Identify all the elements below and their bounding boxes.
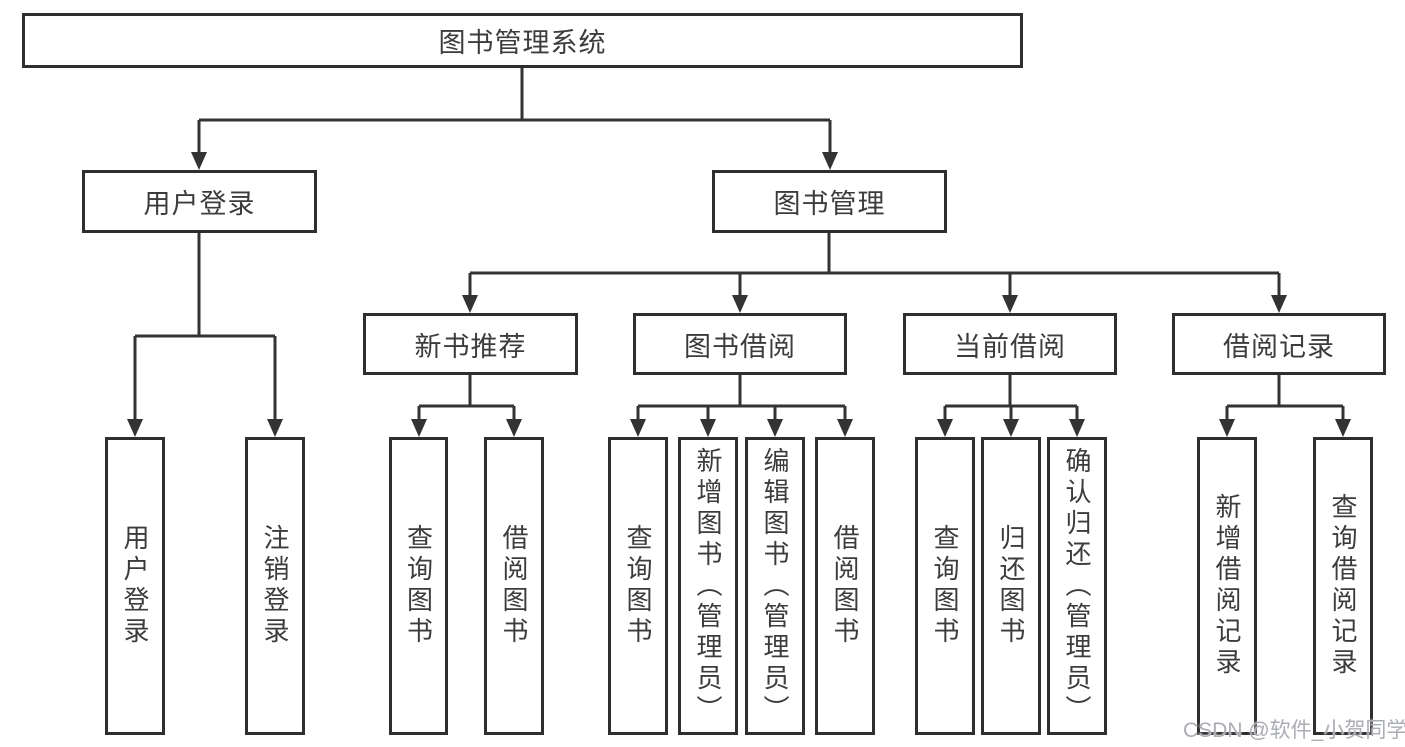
leaf-query-borrow-record: 查询借阅记录 xyxy=(1313,437,1373,735)
node-label: 用户登录 xyxy=(143,189,256,219)
leaf-add-borrow-record: 新增借阅记录 xyxy=(1197,437,1257,735)
leaf-query-books-current: 查询图书 xyxy=(915,437,975,735)
node-label: 图书管理 xyxy=(773,189,886,219)
node-borrowing-records: 借阅记录 xyxy=(1172,313,1386,375)
node-label: 图书管理系统 xyxy=(438,28,607,58)
node-label: 借阅图书 xyxy=(830,524,860,648)
connector-strokes xyxy=(133,68,1345,421)
node-label: 注销登录 xyxy=(260,524,290,648)
leaf-add-book-admin: 新增图书（管理员） xyxy=(678,437,738,735)
node-label: 查询图书 xyxy=(403,524,434,648)
node-label: 新增借阅记录 xyxy=(1212,493,1242,679)
node-label: 新书推荐 xyxy=(414,331,527,362)
leaf-user-login: 用户登录 xyxy=(105,437,165,735)
node-label: 图书借阅 xyxy=(684,331,796,362)
node-label: 查询图书 xyxy=(930,524,960,648)
leaf-query-books-borrowing: 查询图书 xyxy=(608,437,668,735)
node-label: 借阅记录 xyxy=(1223,331,1335,362)
node-root-book-management-system: 图书管理系统 xyxy=(22,13,1023,68)
csdn-watermark: CSDN @软件_小贺同学 xyxy=(1183,719,1405,742)
leaf-borrow-books: 借阅图书 xyxy=(815,437,875,735)
node-label: 查询借阅记录 xyxy=(1328,493,1358,679)
leaf-return-book: 归还图书 xyxy=(981,437,1041,735)
leaf-query-books-recommend: 查询图书 xyxy=(389,437,448,735)
node-label: 编辑图书（管理员） xyxy=(760,446,790,726)
node-label: 归还图书 xyxy=(996,524,1026,648)
node-user-login: 用户登录 xyxy=(82,170,317,233)
leaf-confirm-return-admin: 确认归还（管理员） xyxy=(1047,437,1107,735)
node-current-borrowing: 当前借阅 xyxy=(903,313,1117,375)
node-new-book-recommend: 新书推荐 xyxy=(363,313,578,375)
node-label: 用户登录 xyxy=(120,524,150,648)
node-book-management: 图书管理 xyxy=(712,170,947,233)
leaf-borrow-books-recommend: 借阅图书 xyxy=(484,437,544,735)
node-label: 查询图书 xyxy=(623,524,653,648)
node-label: 新增图书（管理员） xyxy=(693,446,723,726)
node-label: 确认归还（管理员） xyxy=(1062,446,1092,726)
leaf-logout: 注销登录 xyxy=(245,437,305,735)
node-label: 当前借阅 xyxy=(954,331,1066,362)
node-label: 借阅图书 xyxy=(499,524,529,648)
leaf-edit-book-admin: 编辑图书（管理员） xyxy=(745,437,805,735)
node-book-borrowing: 图书借阅 xyxy=(633,313,847,375)
